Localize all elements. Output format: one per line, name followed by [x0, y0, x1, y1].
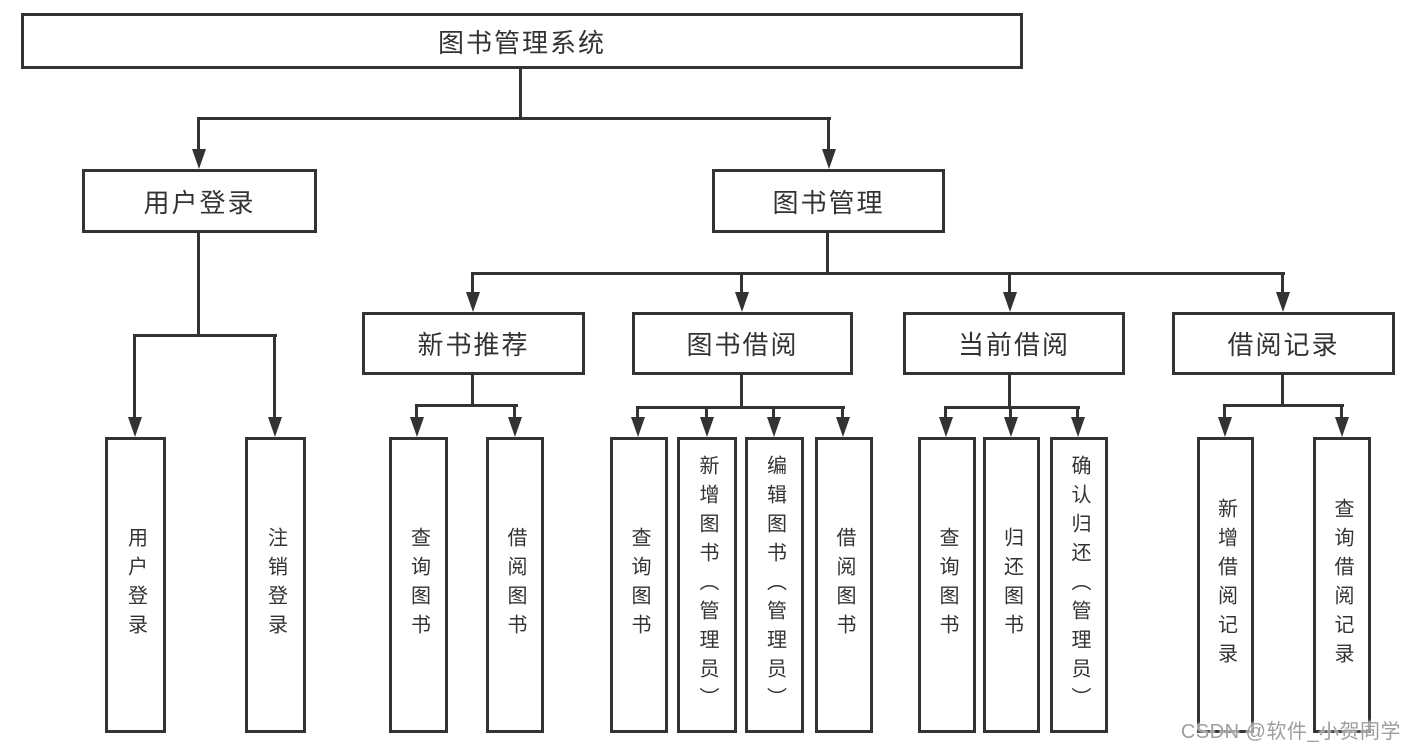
connector-line — [513, 404, 516, 423]
leaf-record-query-label: 查询借阅记录 — [1331, 498, 1353, 672]
arrow-down-icon — [192, 149, 206, 169]
connector-line — [827, 117, 830, 153]
node-current-borrow: 当前借阅 — [903, 312, 1125, 375]
leaf-current-return-label: 归还图书 — [1000, 527, 1023, 643]
connector-line — [772, 406, 775, 423]
connector-line — [1009, 406, 1012, 423]
connector-line — [636, 406, 639, 423]
leaf-current-query-label: 查询图书 — [936, 527, 958, 643]
connector-line — [740, 375, 743, 409]
connector-line — [1281, 375, 1284, 407]
connector-line — [705, 406, 708, 423]
leaf-newbook-borrow: 借阅图书 — [486, 437, 544, 733]
connector-line — [273, 334, 276, 420]
node-root: 图书管理系统 — [21, 13, 1023, 69]
arrow-down-icon — [700, 417, 714, 437]
leaf-current-query: 查询图书 — [918, 437, 976, 733]
arrow-down-icon — [1004, 417, 1018, 437]
arrow-down-icon — [939, 417, 953, 437]
leaf-record-query: 查询借阅记录 — [1313, 437, 1371, 733]
leaf-logout: 注销登录 — [245, 437, 306, 733]
connector-line — [1076, 406, 1079, 423]
arrow-down-icon — [128, 417, 142, 437]
connector-line — [519, 69, 522, 120]
connector-line — [197, 117, 831, 120]
arrow-down-icon — [1276, 292, 1290, 312]
leaf-newbook-query: 查询图书 — [389, 437, 448, 733]
leaf-borrow-edit-book-label: 编辑图书（管理员） — [763, 454, 786, 716]
leaf-record-add: 新增借阅记录 — [1197, 437, 1254, 733]
node-new-book-recommend: 新书推荐 — [362, 312, 585, 375]
connector-line — [636, 406, 845, 409]
leaf-logout-label: 注销登录 — [264, 527, 287, 643]
leaf-borrow-query: 查询图书 — [610, 437, 668, 733]
connector-line — [1223, 404, 1344, 407]
connector-line — [841, 406, 844, 423]
node-book-borrow: 图书借阅 — [632, 312, 853, 375]
connector-line — [826, 233, 829, 275]
node-user-login: 用户登录 — [82, 169, 317, 233]
connector-line — [471, 272, 474, 298]
leaf-borrow-add-book-label: 新增图书（管理员） — [696, 454, 718, 716]
connector-line — [133, 334, 277, 337]
node-book-management: 图书管理 — [712, 169, 945, 233]
leaf-newbook-query-label: 查询图书 — [407, 527, 430, 643]
leaf-current-confirm-return-label: 确认归还（管理员） — [1068, 454, 1090, 716]
connector-line — [471, 375, 474, 407]
arrow-down-icon — [1335, 417, 1349, 437]
arrow-down-icon — [1071, 417, 1085, 437]
connector-line — [415, 404, 518, 407]
node-borrow-records: 借阅记录 — [1172, 312, 1395, 375]
leaf-borrow-edit-book: 编辑图书（管理员） — [745, 437, 804, 733]
arrow-down-icon — [735, 292, 749, 312]
leaf-record-add-label: 新增借阅记录 — [1214, 498, 1237, 672]
connector-line — [133, 334, 136, 420]
connector-line — [1281, 272, 1284, 298]
connector-line — [197, 117, 200, 153]
connector-line — [944, 406, 947, 423]
connector-line — [1223, 404, 1226, 423]
arrow-down-icon — [631, 417, 645, 437]
connector-line — [471, 272, 1285, 275]
arrow-down-icon — [767, 417, 781, 437]
connector-line — [1008, 375, 1011, 409]
leaf-user-login-label: 用户登录 — [124, 527, 147, 643]
arrow-down-icon — [822, 149, 836, 169]
connector-line — [944, 406, 1080, 409]
connector-line — [1008, 272, 1011, 298]
leaf-user-login: 用户登录 — [105, 437, 166, 733]
leaf-borrow-book-label: 借阅图书 — [833, 527, 855, 643]
arrow-down-icon — [1218, 417, 1232, 437]
connector-line — [415, 404, 418, 423]
leaf-borrow-book: 借阅图书 — [815, 437, 873, 733]
leaf-borrow-add-book: 新增图书（管理员） — [677, 437, 737, 733]
leaf-current-return: 归还图书 — [983, 437, 1040, 733]
watermark: CSDN @软件_小贺同学 — [1180, 721, 1401, 743]
arrow-down-icon — [410, 417, 424, 437]
arrow-down-icon — [508, 417, 522, 437]
connector-line — [740, 272, 743, 298]
arrow-down-icon — [1003, 292, 1017, 312]
arrow-down-icon — [268, 417, 282, 437]
connector-line — [1340, 404, 1343, 423]
connector-line — [197, 233, 200, 337]
leaf-newbook-borrow-label: 借阅图书 — [504, 527, 526, 643]
leaf-current-confirm-return: 确认归还（管理员） — [1050, 437, 1108, 733]
leaf-borrow-query-label: 查询图书 — [628, 527, 650, 643]
arrow-down-icon — [836, 417, 850, 437]
arrow-down-icon — [466, 292, 480, 312]
